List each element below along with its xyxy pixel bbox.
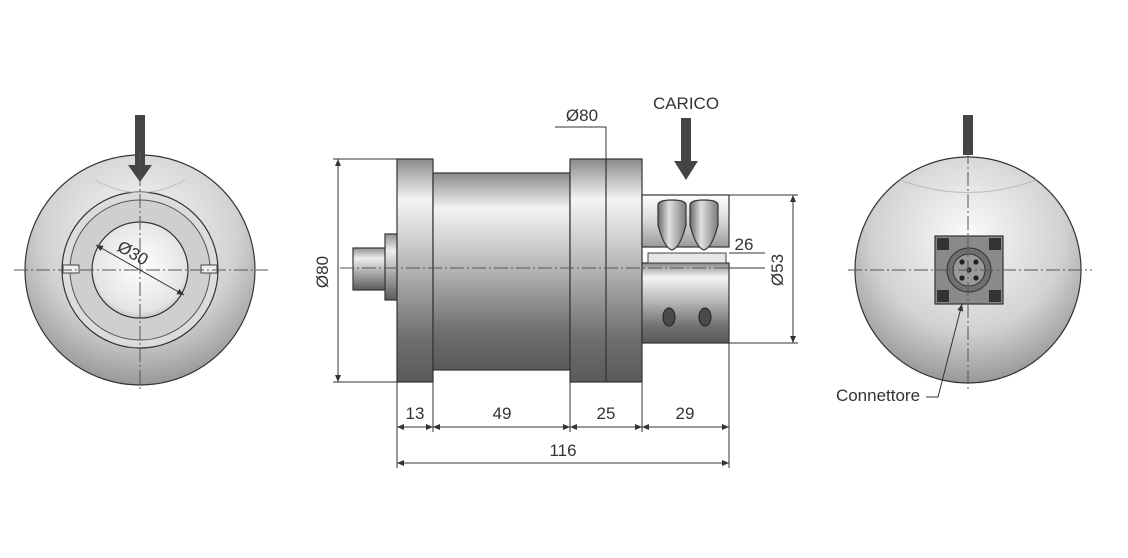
flange-diameter-label: Ø80 bbox=[313, 256, 332, 288]
body-diameter-leader bbox=[555, 126, 607, 159]
mount-block-bottom bbox=[641, 262, 730, 344]
load-pin-right bbox=[689, 199, 719, 251]
side-view: CARICO Ø80 Ø80 Ø53 26 13 49 25 bbox=[313, 94, 798, 468]
end-highlight-arc bbox=[899, 179, 1037, 193]
dim-label-25: 25 bbox=[597, 404, 616, 423]
connector-label: Connettore bbox=[836, 386, 920, 405]
left-end-view: Ø30 bbox=[14, 115, 268, 390]
connector-pin-1 bbox=[959, 259, 965, 265]
connector-corner-br bbox=[989, 290, 1001, 302]
connector-corner-tl bbox=[937, 238, 949, 250]
mount-hole-left bbox=[662, 307, 676, 327]
right-end-view: Connettore bbox=[836, 115, 1092, 405]
carico-arrow-head bbox=[674, 161, 698, 180]
highlight-arc bbox=[94, 179, 186, 193]
dim-label-49: 49 bbox=[493, 404, 512, 423]
connector-corner-bl bbox=[937, 290, 949, 302]
dim-label-29: 29 bbox=[676, 404, 695, 423]
body-diameter-label: Ø80 bbox=[566, 106, 598, 125]
dim-label-13: 13 bbox=[406, 404, 425, 423]
connector-flange bbox=[384, 233, 398, 301]
mount-height-label: Ø53 bbox=[768, 254, 787, 286]
load-label: CARICO bbox=[653, 94, 719, 113]
left-flange bbox=[396, 158, 434, 383]
left-key bbox=[62, 264, 80, 274]
mount-hole-right bbox=[698, 307, 712, 327]
load-pin-left bbox=[657, 199, 687, 251]
connector-corner-tr bbox=[989, 238, 1001, 250]
bore-dim-line bbox=[95, 244, 185, 296]
mount-offset-label: 26 bbox=[735, 235, 754, 254]
right-key bbox=[200, 264, 218, 274]
end-top-stub bbox=[963, 115, 973, 155]
connector-pin-2 bbox=[973, 259, 979, 265]
load-arrow-shaft bbox=[135, 115, 145, 167]
dim-label-116: 116 bbox=[549, 441, 576, 460]
connector-pin-4 bbox=[973, 275, 979, 281]
connector-pin-3 bbox=[959, 275, 965, 281]
mount-slot bbox=[647, 252, 727, 264]
carico-arrow-shaft bbox=[681, 118, 691, 163]
main-body bbox=[432, 172, 571, 371]
connector-leader bbox=[926, 303, 964, 398]
